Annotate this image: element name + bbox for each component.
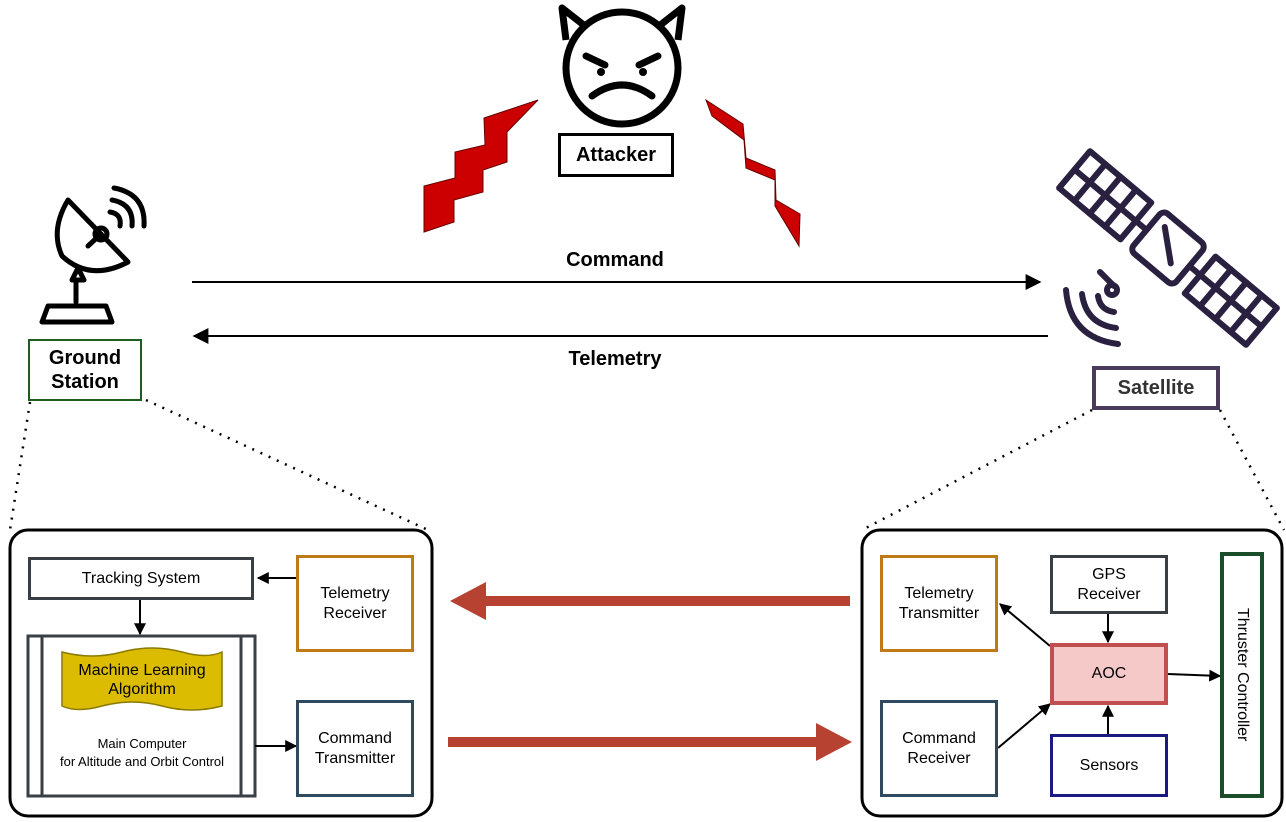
attacker-eye-icon [597, 68, 605, 76]
satellite-label: Satellite [1092, 366, 1220, 410]
ml-algorithm-shape [61, 647, 223, 711]
attacker-eye-icon [639, 68, 647, 76]
thruster-controller-box: Thruster Controller [1220, 552, 1264, 798]
lightning-bolt-right-icon [704, 98, 801, 248]
thruster-controller-label: Thruster Controller [1234, 608, 1251, 742]
downlink-flow-arrow [450, 582, 850, 620]
uplink-flow-arrow [448, 723, 852, 761]
command-link-label: Command [566, 248, 664, 271]
telemetry-link-label: Telemetry [568, 347, 662, 370]
attacker-face-icon [558, 4, 686, 128]
satellite-icon [1056, 148, 1280, 348]
ground-station-label: Ground Station [28, 339, 142, 401]
command-receiver-box: Command Receiver [880, 700, 998, 797]
main-computer-label: Main Computer for Altitude and Orbit Con… [59, 736, 225, 769]
telemetry-transmitter-box: Telemetry Transmitter [880, 555, 998, 652]
gps-receiver-box: GPS Receiver [1050, 555, 1168, 614]
satellite-dish-icon [39, 185, 147, 325]
tracking-system-box: Tracking System [28, 557, 254, 600]
sensors-box: Sensors [1050, 734, 1168, 797]
command-transmitter-box: Command Transmitter [296, 700, 414, 797]
zoom-lines [8, 398, 1286, 532]
attacker-label: Attacker [558, 133, 674, 177]
ml-algorithm-label: Machine Learning Algorithm [78, 661, 206, 698]
telemetry-receiver-box: Telemetry Receiver [296, 555, 414, 652]
aoc-box: AOC [1050, 643, 1168, 705]
lightning-bolt-left-icon [423, 99, 539, 233]
